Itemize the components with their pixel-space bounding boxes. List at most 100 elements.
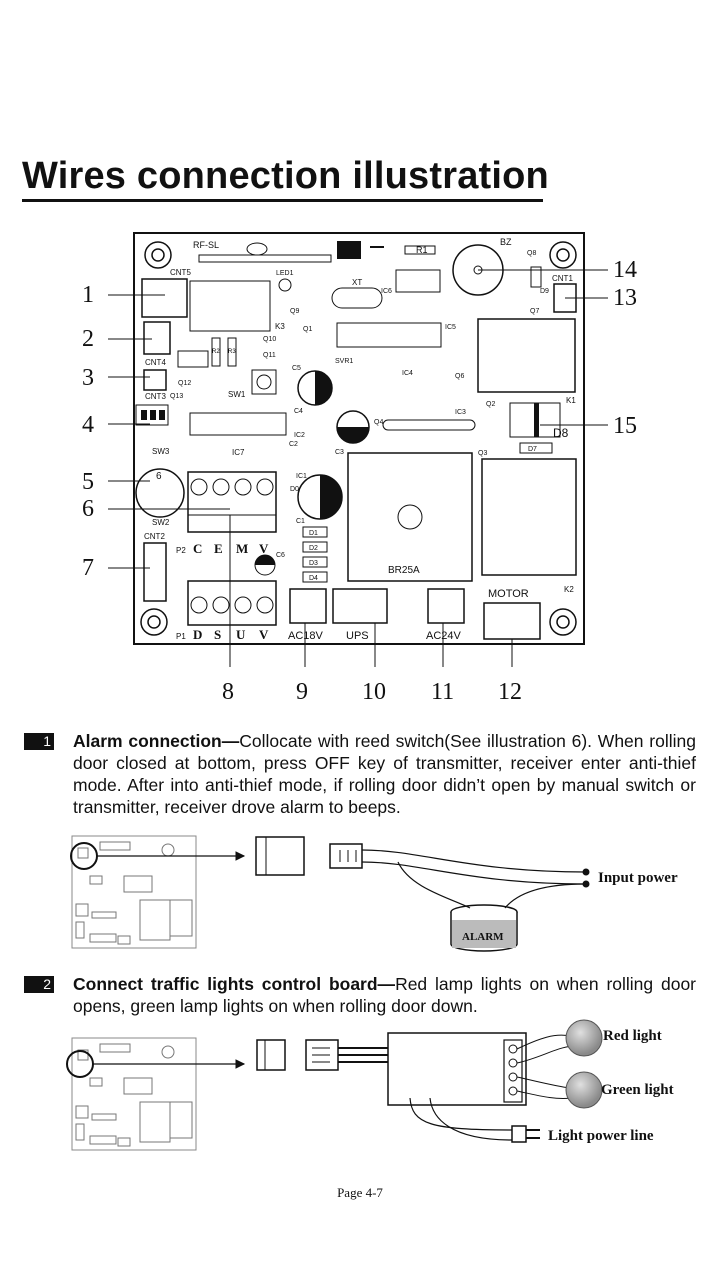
section-alarm: 1 Alarm connection—Collocate with reed s… <box>24 730 696 818</box>
section-text: Alarm connection—Collocate with reed swi… <box>73 730 696 818</box>
lbl-rfsl: RF-SL <box>193 240 219 250</box>
lbl-sw1: SW1 <box>228 390 246 399</box>
lbl-r1: R1 <box>416 245 428 255</box>
rf-module <box>198 254 332 263</box>
callout-10: 10 <box>362 679 386 705</box>
lbl-c1: C1 <box>296 518 305 525</box>
lbl-d1: D1 <box>309 530 318 537</box>
lbl-p1: P1 <box>176 632 186 641</box>
lbl-d7: D7 <box>528 446 537 453</box>
callout-1: 1 <box>82 282 94 308</box>
lbl-d0: D0 <box>290 486 299 493</box>
lbl-k1: K1 <box>566 396 576 405</box>
relay-k1 <box>477 318 576 393</box>
section-body: Red lamp lights on when rolling door ope… <box>73 974 696 1016</box>
cnt4-connector <box>143 321 171 355</box>
lbl-bz: BZ <box>500 237 512 247</box>
lbl-c3: C3 <box>335 449 344 456</box>
ac24v-connector <box>427 588 465 624</box>
lbl-q12: Q12 <box>178 380 191 387</box>
callout-4: 4 <box>82 412 94 438</box>
lbl-p2: P2 <box>176 546 186 555</box>
diodes-d1-d4 <box>302 526 328 583</box>
p1-pin-d: D <box>193 627 202 642</box>
lbl-svr1: SVR1 <box>335 358 353 365</box>
section-heading: Connect traffic lights control board— <box>73 974 396 994</box>
lbl-ic1: IC1 <box>296 473 307 480</box>
callout-12: 12 <box>498 679 522 705</box>
p2-pin-e: E <box>214 541 223 556</box>
callout-6: 6 <box>82 496 94 522</box>
cnt5-connector <box>141 278 188 318</box>
lbl-d8: D8 <box>553 426 569 440</box>
highlight-circle <box>70 842 98 870</box>
title-underline <box>22 199 543 202</box>
p1-pin-s: S <box>214 627 221 642</box>
lbl-ic7: IC7 <box>232 448 245 457</box>
p2-terminal <box>187 471 277 533</box>
control-box <box>387 1032 527 1106</box>
cnt3-connector <box>143 369 167 391</box>
light-power-line-label: Light power line <box>548 1128 654 1144</box>
board-svg: RF-SL R1 BZ Q8 CNT1 CNT5 LED1 XT IC6 K3 … <box>108 232 608 667</box>
lbl-cnt2: CNT2 <box>144 532 165 541</box>
callout-8: 8 <box>222 679 234 705</box>
lbl-ic6: IC6 <box>381 288 392 295</box>
green-bulb <box>565 1071 603 1109</box>
ups-connector <box>332 588 388 624</box>
lbl-sw3: SW3 <box>152 447 170 456</box>
lbl-k2: K2 <box>564 585 574 594</box>
lbl-cnt4: CNT4 <box>145 358 166 367</box>
cnt-plug <box>256 1039 286 1071</box>
board-illustration: RF-SL R1 BZ Q8 CNT1 CNT5 LED1 XT IC6 K3 … <box>0 225 720 715</box>
section-number-badge: 2 <box>24 976 54 993</box>
lbl-q6: Q6 <box>455 373 464 380</box>
red-light-label: Red light <box>603 1028 662 1044</box>
lbl-q7: Q7 <box>530 308 539 315</box>
lbl-d9: D9 <box>540 288 549 295</box>
lbl-q3: Q3 <box>478 450 487 457</box>
callout-7: 7 <box>82 555 94 581</box>
alarm-label: ALARM <box>462 931 504 943</box>
lbl-led1: LED1 <box>276 270 294 277</box>
cnt-plug <box>255 836 305 876</box>
lbl-ic3: IC3 <box>455 409 466 416</box>
alarm-plug <box>329 843 363 869</box>
lbl-q8: Q8 <box>527 250 536 257</box>
ac18v-connector <box>289 588 327 624</box>
crystal <box>331 287 383 309</box>
p2-pin-v: V <box>259 541 269 556</box>
lbl-c2: C2 <box>289 441 298 448</box>
lbl-q1: Q1 <box>303 326 312 333</box>
relay-k3 <box>189 280 271 332</box>
sw2-rotary <box>135 468 185 518</box>
callout-9: 9 <box>296 679 308 705</box>
antenna-block <box>337 241 361 259</box>
relay-k2 <box>481 458 577 576</box>
sw3-dip <box>135 404 169 426</box>
traffic-lights-figure: Red light Green light Light power line <box>0 1018 720 1158</box>
section-heading: Alarm connection— <box>73 731 240 751</box>
alarm-figure: Input power ALARM <box>0 828 720 958</box>
lbl-q2: Q2 <box>486 401 495 408</box>
lbl-c4: C4 <box>294 408 303 415</box>
lbl-sw2: SW2 <box>152 518 170 527</box>
section-text: Connect traffic lights control board—Red… <box>73 973 696 1017</box>
lbl-r3: R3 <box>228 349 236 355</box>
p2-pin-c: C <box>193 541 202 556</box>
lbl-ac18v: AC18V <box>288 630 324 642</box>
callout-2: 2 <box>82 326 94 352</box>
lbl-c6: C6 <box>276 552 285 559</box>
sw1-button <box>251 369 277 395</box>
p2-pin-m: M <box>236 541 248 556</box>
lbl-q10: Q10 <box>263 336 276 343</box>
lbl-q11: Q11 <box>263 352 276 359</box>
ic2-chip <box>189 412 287 436</box>
lbl-ic2: IC2 <box>294 432 305 439</box>
section-number-badge: 1 <box>24 733 54 750</box>
page-title: Wires connection illustration <box>22 155 549 197</box>
page-number: Page 4-7 <box>337 1185 383 1200</box>
lbl-cnt5: CNT5 <box>170 268 191 277</box>
callout-5: 5 <box>82 469 94 495</box>
callout-3: 3 <box>82 365 94 391</box>
